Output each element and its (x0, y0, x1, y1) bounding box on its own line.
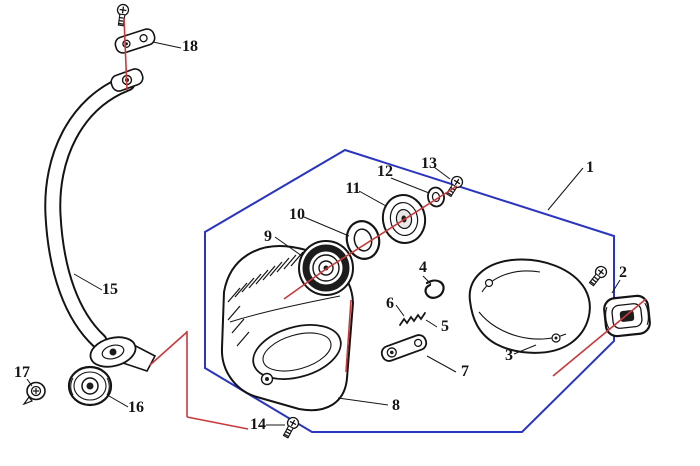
part-label-16: 16 (128, 399, 144, 416)
part-label-3: 3 (505, 347, 513, 364)
part-label-10: 10 (289, 206, 305, 223)
part-3-housing-icon (468, 258, 591, 354)
part-2-buffer-icon (603, 294, 651, 338)
leader-line (337, 397, 389, 406)
assembly-boundary (204, 148, 615, 433)
leader-line (73, 273, 103, 291)
leader-line (152, 41, 182, 49)
alignment-line (345, 299, 352, 373)
part-label-9: 9 (264, 228, 272, 245)
alignment-lines (123, 17, 647, 430)
screw-top-icon (116, 3, 130, 27)
part-label-8: 8 (392, 397, 400, 414)
leader-line (26, 378, 33, 387)
part-labels: 1 2 3 4 5 6 7 8 9 10 11 12 13 14 15 16 1… (14, 38, 627, 433)
part-label-2: 2 (619, 264, 627, 281)
alignment-line (123, 17, 128, 91)
leader-line (426, 355, 457, 373)
part-label-12: 12 (377, 163, 393, 180)
leader-line (433, 166, 451, 180)
cover-vent-fins (227, 251, 304, 347)
part-label-7: 7 (461, 363, 469, 380)
leader-line (611, 279, 621, 294)
part-5-6-spring-icon (399, 312, 426, 326)
part-4-clip-icon (424, 279, 445, 299)
part-label-14: 14 (250, 416, 266, 433)
part-18-bracket-plate-icon (114, 28, 156, 54)
leader-line (108, 395, 129, 408)
part-label-17: 17 (14, 364, 30, 381)
part-17-screw-icon (22, 381, 46, 406)
part-2-screw-icon (588, 265, 608, 287)
part-label-6: 6 (386, 295, 394, 312)
leader-line (274, 236, 303, 257)
leader-line (358, 190, 387, 207)
leader-line (395, 304, 405, 317)
leader-line (547, 167, 584, 211)
part-label-5: 5 (441, 318, 449, 335)
part-14-screw-icon (282, 416, 300, 439)
alignment-line (552, 298, 647, 377)
part-16-buffer-icon (67, 365, 113, 407)
alignment-line (283, 268, 327, 300)
leader-line (390, 177, 430, 194)
leader-line (425, 319, 438, 328)
leader-line (513, 344, 537, 355)
part-label-18: 18 (182, 38, 198, 55)
part-label-13: 13 (421, 155, 437, 172)
leader-lines (26, 41, 621, 426)
part-label-15: 15 (102, 281, 118, 298)
part-label-11: 11 (345, 180, 360, 197)
part-13-screw-icon (445, 175, 464, 198)
part-9-rope-pulley-icon (298, 240, 354, 296)
part-7-pawl-icon (380, 334, 428, 362)
part-label-1: 1 (586, 159, 594, 176)
part-label-4: 4 (419, 259, 427, 276)
part-12-lock-washer-icon (427, 186, 445, 208)
alignment-line (149, 331, 188, 366)
alignment-line (186, 416, 249, 430)
alignment-line (325, 185, 458, 270)
leader-line (303, 216, 350, 237)
part-15-handlebar-icon (44, 68, 157, 372)
leader-line (422, 275, 432, 285)
